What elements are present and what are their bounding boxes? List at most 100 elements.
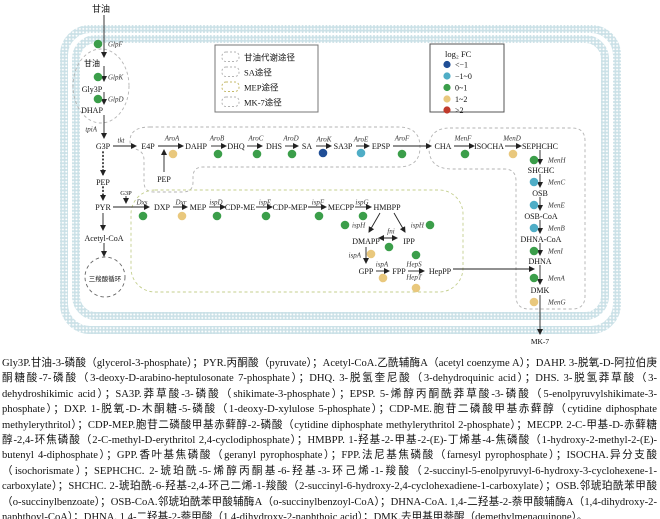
- enzyme-label: ispG: [355, 199, 368, 207]
- fc-label-0-1: 0~1: [455, 84, 467, 93]
- fc-dot: [397, 149, 407, 159]
- pathway-legend: 甘油代谢途径 SA途径 MEP途径 MK-7途径: [214, 44, 319, 113]
- node-label: CDP-MEP: [273, 203, 308, 212]
- legend-label-mep: MEP途径: [244, 83, 279, 93]
- node-label: CHA: [435, 142, 452, 151]
- enzyme-label: AroK: [316, 136, 332, 144]
- enzyme-label: ispD: [209, 199, 222, 207]
- fc-dot: [508, 149, 518, 159]
- node-label: G3P: [96, 142, 111, 151]
- node-label: CDP-ME: [225, 203, 255, 212]
- fc-label-gt-2: >2: [455, 106, 464, 115]
- fc-dot: [340, 220, 350, 230]
- fc-dot: [318, 148, 328, 158]
- node-label: FPP: [392, 267, 406, 276]
- cell-membrane-outer: [60, 25, 621, 334]
- enzyme-label: AroF: [394, 135, 410, 143]
- enzyme-label: ispH: [411, 222, 425, 230]
- fc-dot: [378, 273, 388, 283]
- node-label: Acetyl-CoA: [84, 234, 123, 243]
- enzyme-label: tpiA: [85, 126, 97, 134]
- legend-label-mk7: MK-7途径: [244, 98, 282, 108]
- node-label: DHS: [266, 142, 282, 151]
- enzyme-label: tkt: [118, 137, 126, 145]
- fc-dot: [168, 149, 178, 159]
- fc-dot: [358, 211, 368, 221]
- node-label: SHCHC: [528, 166, 555, 175]
- fc-dot: [425, 220, 435, 230]
- fc-dot-0-1: [443, 83, 451, 92]
- legend-label-glycerol: 甘油代谢途径: [244, 53, 296, 63]
- region-mk7-pathway: [428, 127, 586, 310]
- enzyme-label: ispA: [376, 261, 389, 269]
- enzyme-label: HepT: [405, 274, 423, 282]
- legend-swatch-mep: [221, 81, 240, 92]
- fc-dot: [529, 155, 539, 165]
- node-label: HMBPP: [373, 203, 401, 212]
- enzyme-label: ispE: [259, 199, 272, 207]
- fc-dot: [366, 249, 376, 259]
- cell-membrane-inner: [72, 35, 609, 320]
- enzyme-label: GlpF: [108, 41, 124, 49]
- fc-dot: [529, 200, 539, 210]
- fc-dot: [529, 223, 539, 233]
- node-label: PEP: [157, 175, 171, 184]
- fc-legend-box: [429, 43, 505, 113]
- legend-swatch-sa: [221, 66, 240, 77]
- enzyme-label: MenD: [502, 135, 521, 143]
- region-mep-pathway: [130, 189, 464, 293]
- node-label: DAHP: [185, 142, 207, 151]
- fc-dot: [93, 94, 103, 104]
- enzyme-label: GlpK: [108, 74, 124, 82]
- node-label: MEP: [190, 203, 207, 212]
- enzyme-label: Dxr: [175, 199, 187, 207]
- enzyme-label: MenI: [547, 248, 563, 256]
- node-label: DHQ: [227, 142, 245, 151]
- fc-dot-gt-2: [443, 106, 451, 114]
- fc-dot: [138, 211, 148, 221]
- reaction-arrows: [100, 15, 543, 335]
- node-label: ISOCHA: [474, 142, 504, 151]
- node-label: MECPP: [328, 203, 355, 212]
- node-label: 甘油: [92, 3, 110, 14]
- enzyme-label: AroB: [209, 135, 225, 143]
- node-label: SEPHCHC: [522, 142, 558, 151]
- enzyme-label: ispA: [349, 252, 362, 260]
- fc-dot: [252, 149, 262, 159]
- node-label: MK-7: [531, 337, 550, 346]
- node-label: SA3P: [334, 142, 353, 151]
- fc-legend: log₂ FC <−1 −1~0 0~1 1~2 >2: [429, 43, 505, 115]
- fc-dots: [93, 39, 539, 307]
- node-label: 甘油: [84, 58, 100, 68]
- node-label: G3P: [120, 190, 132, 197]
- node-label: IPP: [403, 237, 415, 246]
- node-label: EPSP: [372, 142, 391, 151]
- fc-label-1-2: 1~2: [455, 95, 467, 104]
- tca-cycle-label: 三羧酸循环: [89, 274, 122, 283]
- node-label: PYR: [95, 203, 111, 212]
- node-label: Gly3P: [82, 85, 103, 94]
- legend-swatch-glycerol: [221, 51, 240, 62]
- node-label: DMK: [531, 286, 550, 295]
- fc-dot: [384, 242, 394, 252]
- enzyme-label: MenA: [547, 275, 565, 283]
- metabolic-pathway-diagram: 三羧酸循环 甘油甘油Gly3PDHAPG3PPEPPYRAcetyl-CoAE4…: [60, 3, 621, 346]
- fc-dot: [314, 211, 324, 221]
- fc-label-neg1-0: −1~0: [455, 72, 472, 81]
- node-label: SA: [302, 142, 312, 151]
- pathway-legend-box: [214, 44, 319, 113]
- node-label: DHNA: [528, 257, 551, 266]
- fc-dot: [93, 39, 103, 49]
- fc-dot: [212, 211, 222, 221]
- fc-dot: [287, 149, 297, 159]
- enzyme-label: MenE: [547, 202, 565, 210]
- enzyme-label: MenG: [547, 299, 566, 307]
- tca-cycle-circle: [84, 256, 126, 298]
- fc-dot: [93, 72, 103, 82]
- region-sa-pathway: [129, 126, 421, 193]
- enzyme-label: MenB: [547, 225, 565, 233]
- fc-dot: [529, 246, 539, 256]
- fc-dot: [356, 148, 366, 158]
